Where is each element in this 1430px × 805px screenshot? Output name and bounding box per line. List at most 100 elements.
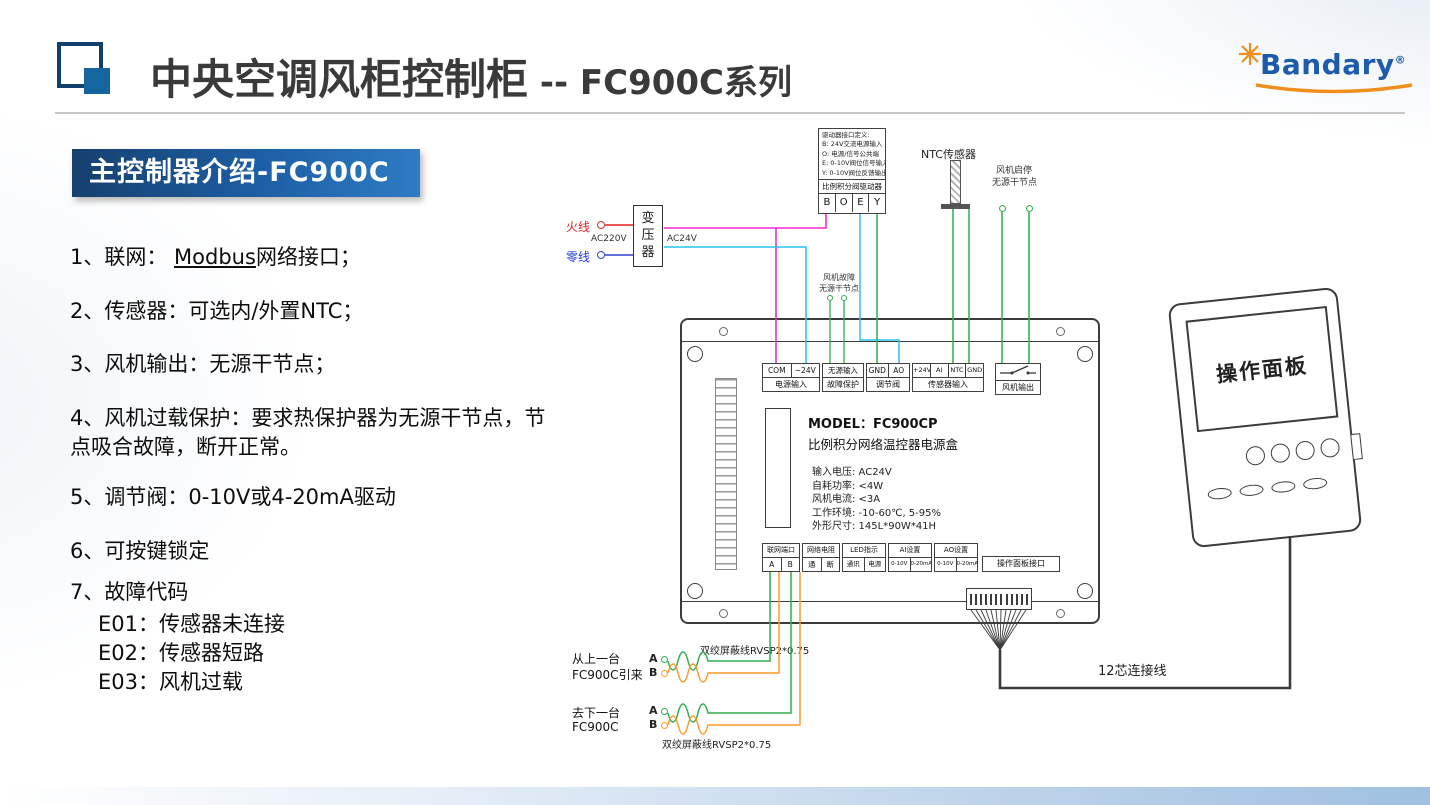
footer-bar — [0, 787, 1430, 805]
valve-driver-note-line: E: 0-10V阀位信号输入 — [822, 159, 885, 168]
feature-item-6: 6、可按键锁定 — [70, 539, 210, 563]
bus-in-line1: 从上一台 — [572, 652, 621, 666]
terminal-p24v: +24V — [913, 364, 931, 377]
panel-oval-button-icon — [1207, 486, 1233, 501]
terminal-ai: AI — [931, 364, 949, 377]
bus-in-a-label: A — [649, 652, 658, 665]
ai-range-1: 0-10V — [889, 558, 911, 571]
terminal-o: O — [836, 194, 853, 213]
terminal-b: B — [819, 194, 836, 213]
fan-contact-terminal-icon — [999, 205, 1006, 212]
heatsink-rect-icon — [765, 408, 791, 528]
spec-line: 输入电压: AC24V — [812, 467, 892, 478]
terminal-com: COM — [763, 364, 792, 377]
connector-pin — [1000, 593, 1003, 605]
connector-pin — [1020, 593, 1023, 605]
screw-hole-icon — [719, 327, 728, 336]
connector-pin — [975, 593, 978, 605]
ntc-probe-flange-icon — [941, 204, 970, 209]
bus-in-b-label: B — [649, 666, 658, 679]
transformer-label: 变压器 — [641, 211, 655, 260]
led-comm: 通讯 — [843, 558, 865, 571]
connector-pin — [985, 593, 988, 605]
terminal-net-resistor: 网络电阻 通断 — [802, 543, 840, 572]
mounting-hole-icon — [1077, 583, 1093, 599]
bus-out-line2: FC900C — [572, 720, 619, 734]
brand-swoosh-icon — [1255, 83, 1413, 94]
valve-driver-notes: 驱动器接口定义: B: 24V交流电源输入 O: 电源/信号公共端 E: 0-1… — [819, 129, 885, 179]
terminal-power-input: COM~24V 电源输入 — [762, 363, 820, 392]
terminal-gnd2: GND — [967, 366, 983, 374]
brand-text: Bandary — [1260, 48, 1395, 81]
connector-pin — [990, 593, 993, 605]
page-title: 中央空调风柜控制柜 -- FC900C系列 — [150, 46, 792, 107]
screw-hole-icon — [1056, 609, 1065, 618]
neutral-wire-label: 零线 — [566, 250, 591, 264]
ao-set-label: AO设置 — [935, 544, 977, 558]
controller-model: MODEL：FC900CP — [808, 417, 938, 432]
valve-driver-terminals: B O E Y — [819, 193, 885, 213]
panel-oval-button-icon — [1270, 480, 1296, 494]
section-badge: 主控制器介绍-FC900C — [72, 149, 420, 197]
terminal-fault-label: 故障保护 — [827, 380, 859, 389]
feature-item-7: 7、故障代码 — [70, 580, 189, 604]
switch-icon — [996, 364, 1040, 380]
ntc-probe-icon — [950, 160, 961, 204]
ao-range-1: 0-10V — [935, 558, 957, 571]
bus-out-a-terminal-icon — [661, 708, 668, 715]
vent-grille-icon — [715, 378, 737, 570]
fault-contact-line2: 无源干节点 — [819, 284, 859, 293]
net-res-label: 网络电阻 — [803, 544, 839, 558]
feature-item-2: 2、传感器：可选内/外置NTC； — [70, 299, 364, 323]
bus-out-cable-label: 双绞屏蔽线RVSP2*0.75 — [662, 740, 772, 751]
terminal-fault-protect: 无源输入 故障保护 — [822, 363, 864, 392]
feature-item-3: 3、风机输出：无源干节点； — [70, 352, 336, 376]
panel-button-icon — [1245, 445, 1266, 467]
spec-line: 工作环境: -10-60℃, 5-95% — [812, 507, 941, 519]
bus-out-a-label: A — [649, 704, 658, 717]
panel-side-tab-icon — [1350, 433, 1363, 461]
controller-name: 比例积分网络温控器电源盒 — [808, 437, 959, 452]
controller-specs: 输入电压: AC24V 自耗功率: <4W 风机电流: <3A 工作环境: -1… — [812, 466, 941, 534]
terminal-y: Y — [874, 197, 881, 209]
valve-driver-note-line: O: 电源/信号公共端 — [822, 149, 879, 158]
terminal-gnd: GND — [867, 364, 889, 377]
valve-driver-note-line: B: 24V交流电源输入 — [822, 140, 883, 149]
ntc-sensor-label: NTC传感器 — [921, 148, 976, 161]
terminal-net-b: B — [787, 560, 793, 569]
error-code-e03: E03：风机过载 — [98, 670, 243, 694]
operation-panel: 操作面板 — [1167, 286, 1363, 549]
controller-bottom-flange-line — [680, 601, 1100, 602]
fan-contact-terminal-icon — [1026, 205, 1033, 212]
mounting-hole-icon — [1077, 346, 1093, 362]
terminal-e: E — [853, 194, 870, 213]
brand-name: Bandary® — [1260, 48, 1406, 81]
ai-set-label: AI设置 — [889, 544, 931, 558]
led-power: 电源 — [868, 560, 882, 568]
connector-pin — [1025, 593, 1028, 605]
page-title-main: 中央空调风柜控制柜 — [150, 55, 529, 104]
terminal-led: LED指示 通讯电源 — [842, 543, 886, 572]
ao-range-2: 0-20mA — [956, 561, 978, 567]
slide-logo-mark-inner — [84, 68, 110, 94]
bus-in-cable-label: 双绞屏蔽线RVSP2*0.75 — [700, 646, 810, 657]
feature-item-4: 4、风机过载保护：要求热保护器为无源干节点，节点吸合故障，断开正常。 — [70, 406, 546, 459]
connector-pin — [1005, 593, 1008, 605]
hot-wire-label: 火线 — [566, 220, 591, 234]
led-label: LED指示 — [843, 544, 885, 558]
terminal-fan-label: 风机输出 — [1002, 383, 1034, 392]
ac24-label: AC24V — [667, 234, 697, 244]
mounting-hole-icon — [687, 346, 703, 362]
fault-contact-line1: 风机故障 — [823, 273, 855, 282]
terminal-dry-input: 无源输入 — [828, 366, 858, 375]
spec-line: 风机电流: <3A — [812, 494, 881, 505]
brand-reg-mark: ® — [1394, 53, 1407, 67]
error-code-e01: E01：传感器未连接 — [98, 612, 285, 636]
terminal-ao: AO — [893, 366, 905, 375]
feature-item-1: 1、联网： Modbus网络接口； — [70, 243, 361, 272]
